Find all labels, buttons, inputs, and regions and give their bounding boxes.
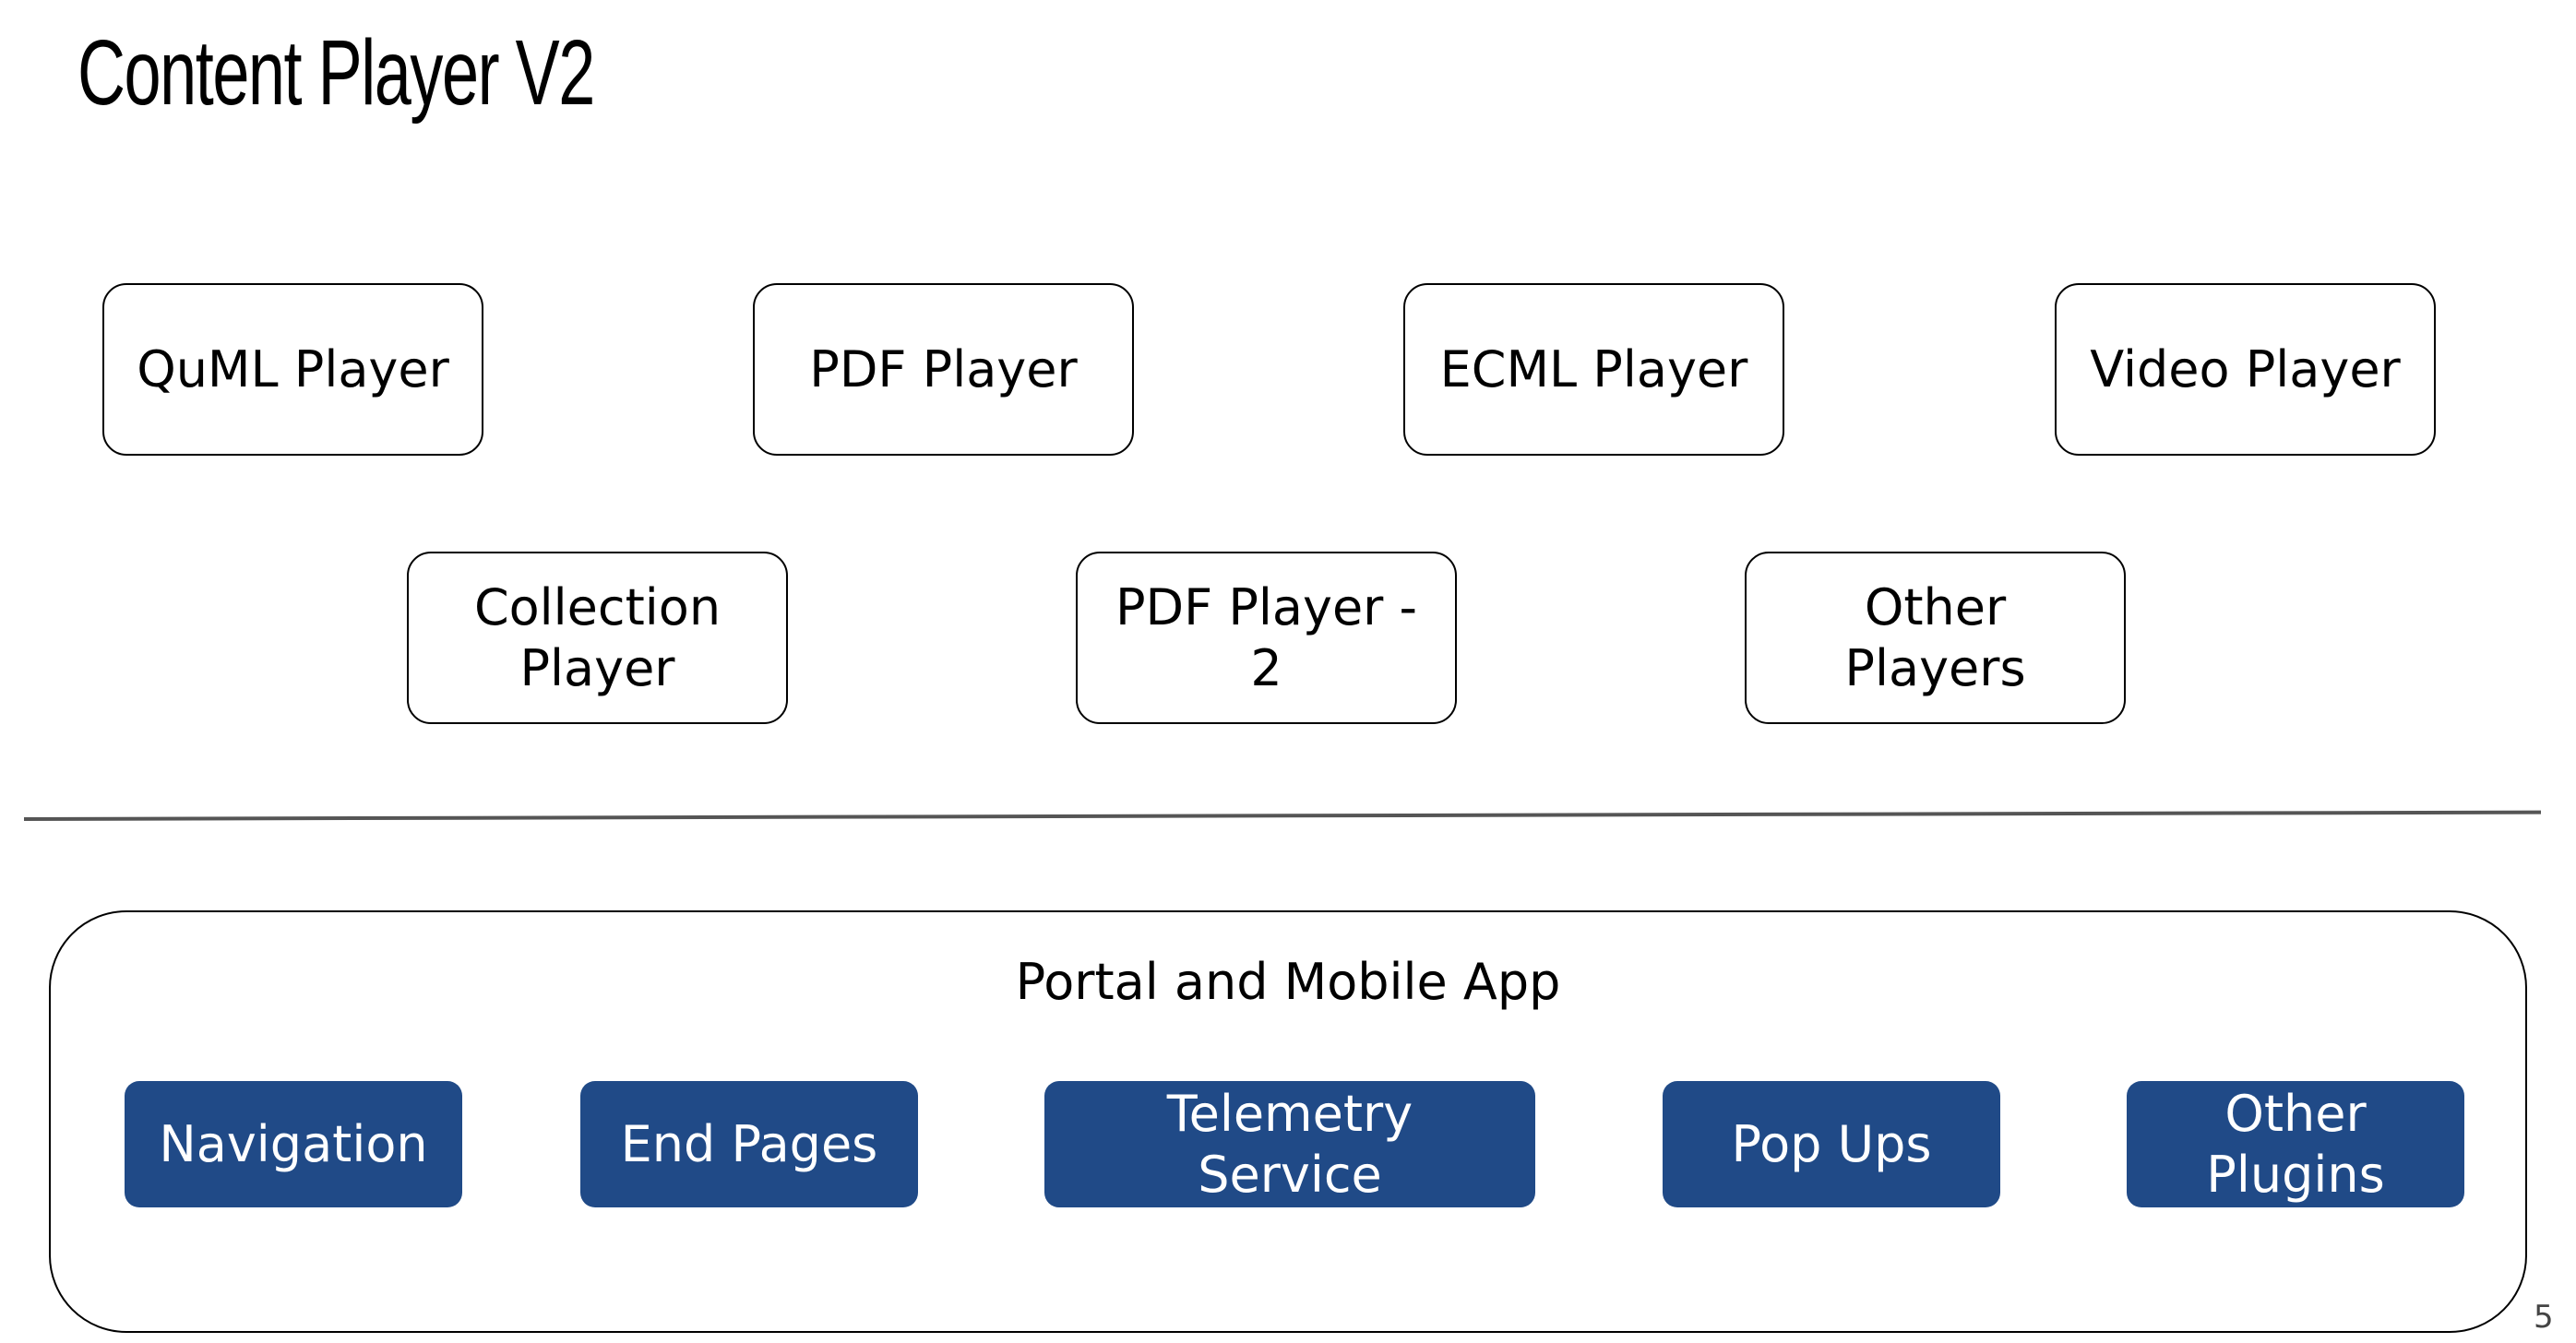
end-pages-plugin-label: End Pages <box>620 1114 878 1173</box>
quml-player-label: QuML Player <box>137 339 449 398</box>
telemetry-service-plugin: Telemetry Service <box>1044 1081 1535 1207</box>
collection-player-label: Collection Player <box>473 577 722 697</box>
other-plugins-plugin-label: Other Plugins <box>2206 1084 2385 1204</box>
ecml-player-label: ECML Player <box>1439 339 1748 398</box>
ecml-player-box: ECML Player <box>1403 283 1784 456</box>
other-plugins-plugin: Other Plugins <box>2127 1081 2464 1207</box>
slide-title: Content Player V2 <box>78 21 595 125</box>
collection-player-box: Collection Player <box>407 552 788 724</box>
pdf-player-2-box: PDF Player - 2 <box>1076 552 1457 724</box>
pop-ups-plugin-label: Pop Ups <box>1731 1114 1932 1173</box>
end-pages-plugin: End Pages <box>580 1081 918 1207</box>
other-players-box: Other Players <box>1745 552 2126 724</box>
pdf-player-2-label: PDF Player - 2 <box>1115 577 1418 697</box>
telemetry-service-plugin-label: Telemetry Service <box>1166 1084 1413 1204</box>
video-player-label: Video Player <box>2090 339 2401 398</box>
page-number: 5 <box>2534 1299 2554 1336</box>
layer-divider <box>23 810 2541 821</box>
pdf-player-box: PDF Player <box>753 283 1134 456</box>
pop-ups-plugin: Pop Ups <box>1663 1081 2000 1207</box>
pdf-player-label: PDF Player <box>809 339 1078 398</box>
navigation-plugin-label: Navigation <box>159 1114 428 1173</box>
quml-player-box: QuML Player <box>102 283 483 456</box>
other-players-label: Other Players <box>1844 577 2026 697</box>
navigation-plugin: Navigation <box>125 1081 462 1207</box>
portal-app-title: Portal and Mobile App <box>1015 953 1561 1011</box>
video-player-box: Video Player <box>2055 283 2436 456</box>
